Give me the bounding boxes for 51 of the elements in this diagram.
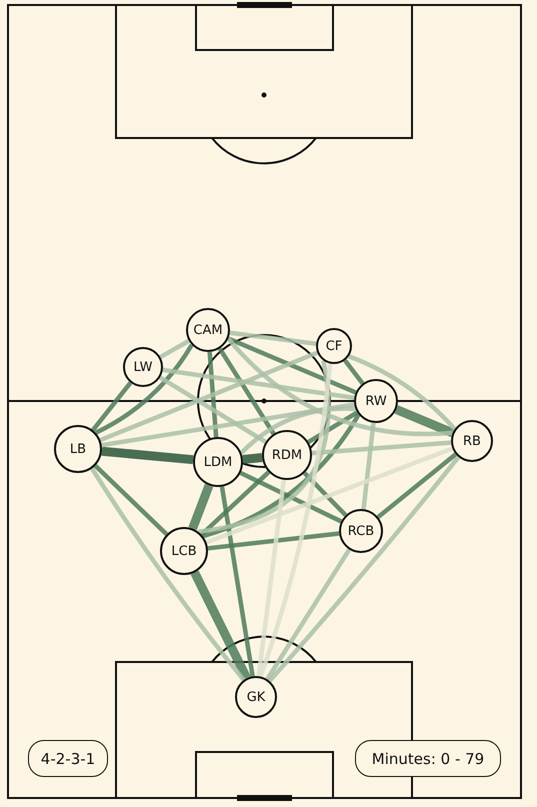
pass-line — [202, 413, 361, 538]
pass-line — [94, 464, 168, 536]
info-label: 4-2-3-1 — [28, 740, 108, 777]
player-circle: CF — [316, 328, 352, 364]
pass-line — [218, 347, 276, 436]
player-circle: RDM — [262, 430, 312, 480]
player-circle: RCB — [339, 509, 383, 553]
pass-line — [190, 570, 251, 680]
player-circle: LW — [123, 347, 163, 387]
pass-line — [240, 470, 342, 524]
pass-line — [240, 406, 356, 455]
player-circle: CAM — [186, 308, 230, 352]
pass-line — [188, 484, 214, 530]
pass-line — [101, 402, 355, 448]
pass-line — [159, 338, 190, 360]
pass-line — [376, 452, 458, 519]
pass-line — [268, 456, 460, 682]
pass-line — [206, 446, 454, 545]
pass-line — [258, 363, 332, 678]
pass-line — [394, 405, 454, 438]
pass-line — [99, 350, 318, 442]
pass-line — [162, 368, 355, 400]
player-circle: RW — [354, 379, 398, 423]
pass-line — [242, 453, 263, 464]
player-circle: RB — [451, 420, 493, 462]
pass-line — [265, 548, 352, 680]
player-circle: LCB — [160, 527, 208, 575]
pass-line — [94, 344, 194, 435]
pass-line — [307, 410, 358, 444]
info-label: Minutes: 0 - 79 — [355, 740, 501, 777]
pass-line — [361, 422, 376, 510]
pass-line — [207, 352, 218, 438]
pass-line — [256, 480, 286, 676]
player-circle: LDM — [193, 437, 243, 487]
pass-line — [158, 376, 267, 444]
pass-line — [343, 358, 364, 385]
pass-line — [348, 354, 456, 431]
pass-line — [198, 360, 331, 534]
pass-line — [220, 486, 255, 677]
pass-line — [101, 446, 194, 464]
pass-line — [227, 336, 357, 394]
pass-line — [208, 531, 340, 551]
player-circle: GK — [235, 676, 277, 718]
pass-line — [230, 330, 316, 346]
pass-line — [200, 470, 270, 536]
pass-line — [226, 337, 453, 436]
pass-line — [302, 471, 348, 517]
player-circle: LB — [54, 425, 102, 473]
pass-line — [312, 440, 452, 456]
pass-line — [91, 381, 132, 432]
pass-line — [90, 467, 246, 682]
